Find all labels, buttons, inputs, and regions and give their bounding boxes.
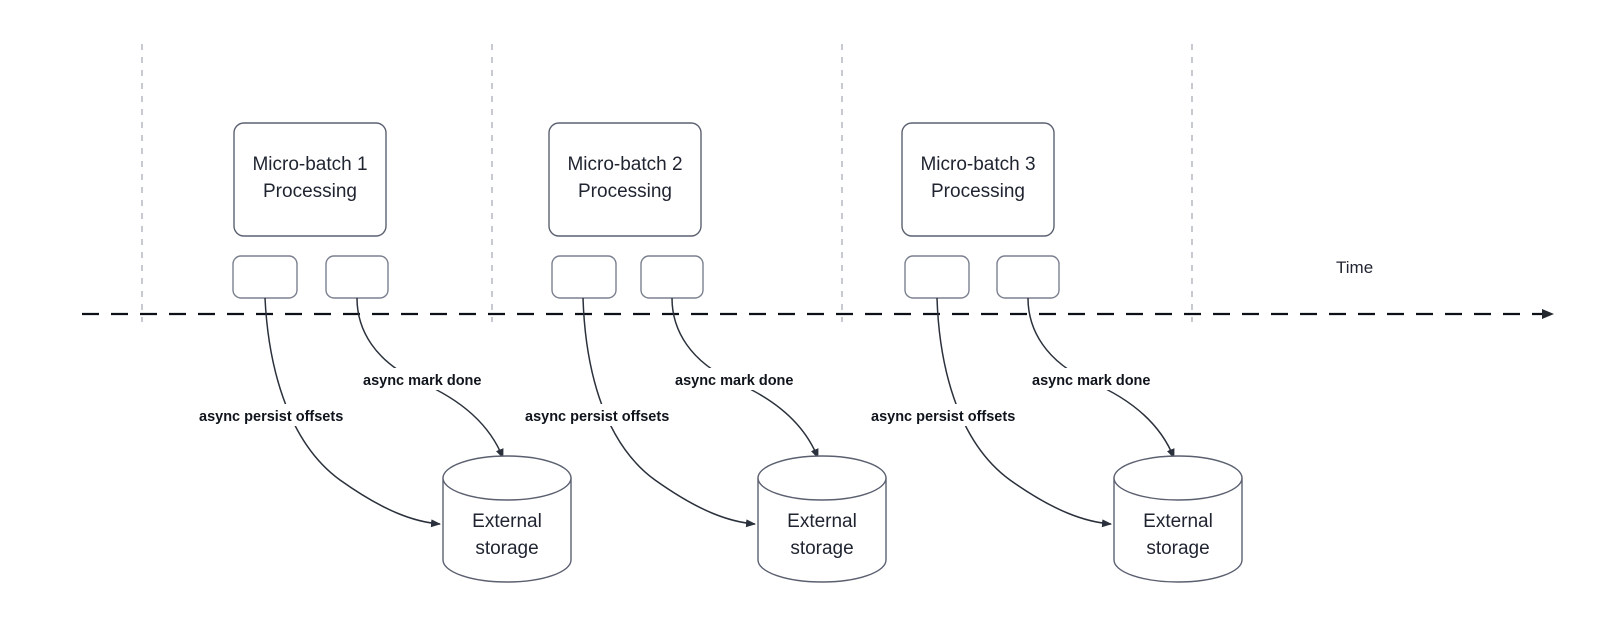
external-storage-1-top[interactable]	[442, 455, 572, 501]
persist-offsets-label-3-bg	[868, 404, 1048, 426]
external-storage-2-label-line1: External	[787, 511, 857, 532]
mark-done-label-1: async mark done	[363, 373, 481, 389]
micro-batch-2-label-line2: Processing	[578, 181, 672, 202]
marker-2a-box[interactable]	[551, 255, 617, 299]
micro-batch-1-label-line1: Micro-batch 1	[252, 154, 367, 175]
micro-batch-3-label-line1: Micro-batch 3	[920, 154, 1035, 175]
micro-batch-3-label-line2: Processing	[931, 181, 1025, 202]
group-3: Micro-batch 3 Processing async persist o…	[868, 122, 1243, 583]
external-storage-3-top[interactable]	[1113, 455, 1243, 501]
micro-batch-1-label-line2: Processing	[263, 181, 357, 202]
mark-done-label-3-bg	[1029, 368, 1175, 390]
marker-1b-box[interactable]	[325, 255, 389, 299]
external-storage-2-top[interactable]	[757, 455, 887, 501]
external-storage-1-label-line2: storage	[475, 538, 538, 559]
marker-2b-box[interactable]	[640, 255, 704, 299]
marker-3a-box[interactable]	[904, 255, 970, 299]
group-2: Micro-batch 2 Processing async persist o…	[522, 122, 887, 583]
group-1: Micro-batch 1 Processing async persist o…	[196, 122, 572, 583]
persist-offsets-arrow-2	[582, 297, 756, 528]
mark-done-label-2: async mark done	[675, 373, 793, 389]
external-storage-1-body[interactable]	[442, 478, 572, 583]
external-storage-1-label-line1: External	[472, 511, 542, 532]
external-storage-3-body[interactable]	[1113, 478, 1243, 583]
micro-batch-3-box[interactable]	[901, 122, 1055, 237]
marker-1a-box[interactable]	[232, 255, 298, 299]
external-storage-3-label-line2: storage	[1146, 538, 1209, 559]
timeline-label: Time	[1336, 258, 1373, 277]
marker-3b-box[interactable]	[996, 255, 1060, 299]
mark-done-label-3: async mark done	[1032, 373, 1150, 389]
micro-batch-2-label-line1: Micro-batch 2	[567, 154, 682, 175]
persist-offsets-label-1: async persist offsets	[199, 409, 343, 425]
mark-done-label-2-bg	[672, 368, 818, 390]
micro-batch-1-box[interactable]	[233, 122, 387, 237]
external-storage-2-label-line2: storage	[790, 538, 853, 559]
external-storage-2-body[interactable]	[757, 478, 887, 583]
persist-offsets-label-2-bg	[522, 404, 702, 426]
external-storage-3-label-line1: External	[1143, 511, 1213, 532]
persist-offsets-label-2: async persist offsets	[525, 409, 669, 425]
mark-done-label-1-bg	[360, 368, 506, 390]
micro-batch-2-box[interactable]	[548, 122, 702, 237]
persist-offsets-label-1-bg	[196, 404, 376, 426]
persist-offsets-label-3: async persist offsets	[871, 409, 1015, 425]
persist-offsets-arrow-3	[936, 297, 1112, 528]
persist-offsets-arrow-1	[264, 297, 441, 528]
